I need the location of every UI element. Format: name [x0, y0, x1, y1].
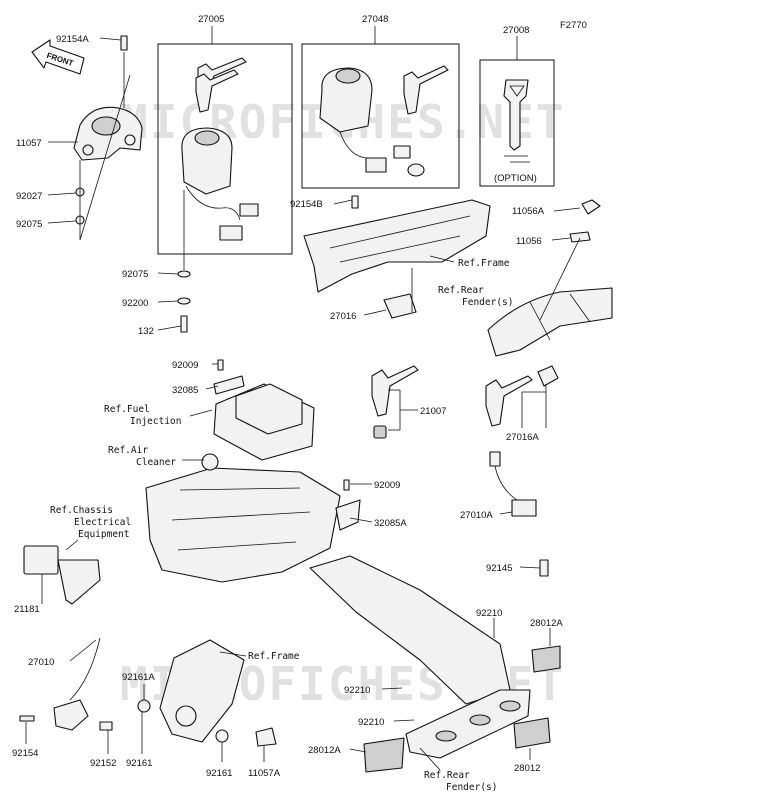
ecu-bracket-32085-icon — [213, 359, 315, 461]
rear-fender-bottom-icon — [309, 555, 531, 759]
part-label-32085: 32085 — [172, 385, 198, 396]
ref-fuel-line1: Ref.Fuel — [104, 404, 150, 415]
part-label-92161-right: 92161 — [206, 768, 232, 779]
part-label-27005: 27005 — [198, 14, 224, 25]
ignition-switch-27005-icon — [181, 57, 259, 241]
part-label-92210-mid: 92210 — [344, 685, 370, 696]
part-label-92210-top: 92210 — [476, 608, 502, 619]
key-27008-icon — [503, 79, 530, 163]
part-label-11057: 11057 — [16, 138, 42, 149]
air-cleaner-housing-icon — [145, 453, 361, 583]
ref-fuel-line2: Injection — [130, 416, 181, 427]
part-label-11057A: 11057A — [248, 768, 281, 779]
ref-rear-fender-bottom-line1: Ref.Rear — [424, 770, 470, 781]
washer-92075-icon — [177, 270, 191, 333]
part-label-11056: 11056 — [516, 236, 542, 247]
group-box-27048 — [301, 43, 460, 189]
ref-chassis-line3: Equipment — [78, 529, 129, 540]
part-label-27008: 27008 — [503, 25, 529, 36]
sensor-27010A-icon — [489, 451, 549, 577]
leader-lines — [25, 26, 581, 762]
ref-frame-bottom: Ref.Frame — [248, 651, 300, 662]
part-label-27010A: 27010A — [460, 510, 493, 521]
sensor-27010-icon — [19, 637, 113, 731]
ref-rear-fender-bottom-line2: Fender(s) — [446, 782, 497, 793]
reflector-28012-icon — [513, 717, 551, 749]
ref-air-line2: Cleaner — [136, 457, 176, 468]
part-label-92145: 92145 — [486, 563, 512, 574]
part-label-92027: 92027 — [16, 191, 42, 202]
part-label-27016A: 27016A — [506, 432, 539, 443]
part-label-92161A: 92161A — [122, 672, 155, 683]
part-label-27010: 27010 — [28, 657, 54, 668]
ref-chassis-line1: Ref.Chassis — [50, 505, 113, 516]
bracket-11057-icon — [73, 35, 143, 225]
ref-frame-top: Ref.Frame — [458, 258, 510, 269]
ref-chassis-line2: Electrical — [74, 517, 131, 528]
part-label-92200: 92200 — [122, 298, 148, 309]
part-label-92009-mid: 92009 — [374, 480, 400, 491]
key-21007-icon — [371, 365, 419, 439]
part-label-21007: 21007 — [420, 406, 446, 417]
frame-top-icon — [303, 195, 491, 319]
part-label-27048: 27048 — [362, 14, 388, 25]
part-label-11056A: 11056A — [512, 206, 545, 217]
part-label-92210-bottom: 92210 — [358, 717, 384, 728]
lock-set-27048-icon — [319, 65, 449, 177]
rear-fender-top-icon — [487, 199, 613, 357]
part-label-92009-top: 92009 — [172, 360, 198, 371]
ref-rear-fender-top-line2: Fender(s) — [462, 297, 513, 308]
part-label-21181: 21181 — [14, 604, 40, 615]
part-label-28012A-left: 28012A — [308, 745, 341, 756]
part-label-28012: 28012 — [514, 763, 540, 774]
relay-21181-icon — [23, 545, 101, 605]
reflector-28012A-right-icon — [531, 645, 561, 673]
ref-rear-fender-top-line1: Ref.Rear — [438, 285, 484, 296]
part-label-92154B: 92154B — [290, 199, 323, 210]
part-label-92154A: 92154A — [56, 34, 89, 45]
part-label-27016: 27016 — [330, 311, 356, 322]
part-label-92075: 92075 — [122, 269, 148, 280]
ref-air-line1: Ref.Air — [108, 445, 148, 456]
part-label-32085A: 32085A — [374, 518, 407, 529]
bracket-11057A-icon — [137, 639, 277, 747]
part-label-28012A-right: 28012A — [530, 618, 563, 629]
front-arrow-icon: FRONT — [31, 39, 85, 75]
option-label: (OPTION) — [494, 173, 537, 184]
diagram-code: F2770 — [560, 20, 587, 31]
reflector-28012A-left-icon — [363, 737, 405, 773]
part-label-92075-left: 92075 — [16, 219, 42, 230]
part-label-92152: 92152 — [90, 758, 116, 769]
part-label-132: 132 — [138, 326, 154, 337]
part-label-92161-left: 92161 — [126, 758, 152, 769]
key-27016A-icon — [485, 365, 559, 427]
part-label-92154: 92154 — [12, 748, 38, 759]
